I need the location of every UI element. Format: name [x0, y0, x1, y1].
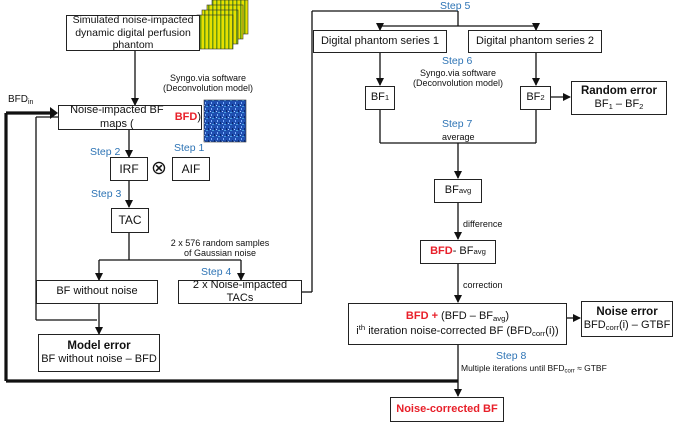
step-8-label: Step 8	[496, 350, 527, 362]
noise-error-end: (i) – GTBF	[618, 319, 671, 332]
bfd-minus-mid: - BF	[452, 245, 474, 258]
series1-box: Digital phantom series 1	[313, 30, 447, 53]
step-2-label: Step 2	[90, 146, 121, 158]
correction-box: BFD + (BFD – BFavg) ith iteration noise-…	[348, 303, 567, 345]
iterations-post: ≈ GTBF	[574, 363, 607, 373]
bfd-in-label: BFDin	[8, 94, 33, 107]
phantom-line2: dynamic digital perfusion	[75, 26, 191, 39]
bfd-in-sub: in	[28, 98, 34, 106]
noisy-tacs-box: 2 x Noise-impacted TACs	[178, 278, 302, 304]
bf1-base: BF	[370, 91, 385, 104]
bf-maps-box: Noise-impacted BF maps ( BFD)	[58, 104, 202, 130]
bfd-minus-bfd: BFD	[430, 245, 453, 258]
syngo-right-line1: Syngo.via software	[419, 68, 497, 78]
bfavg-base: BF	[444, 184, 459, 197]
random-error-title: Random error	[580, 84, 658, 97]
aif-box: AIF	[172, 157, 210, 181]
bf1-sub: 1	[384, 93, 390, 103]
correction-line1: BFD + (BFD – BFavg)	[406, 310, 509, 323]
aif-label: AIF	[181, 161, 201, 176]
bfavg-sub: avg	[458, 186, 472, 196]
correction-corr: corr	[532, 328, 546, 338]
phantom-line1: Simulated noise-impacted	[72, 14, 194, 27]
noise-corrected-bf-box: Noise-corrected BF	[390, 397, 504, 422]
random-error-minus: –	[612, 98, 626, 111]
model-error-box: Model error BF without noise – BFD	[38, 334, 160, 372]
correction-end: (i))	[545, 324, 559, 337]
bf-maps-pre: Noise-impacted BF maps (	[70, 104, 164, 130]
random-samples-line1: 2 x 576 random samples	[170, 238, 270, 248]
bf-maps-bfd: BFD	[174, 110, 198, 123]
correction-line2: ith iteration noise-corrected BF (BFDcor…	[356, 323, 558, 338]
bfd-minus-sub: avg	[473, 247, 486, 257]
series1-label: Digital phantom series 1	[320, 34, 439, 47]
random-error-expr: BF1 – BF2	[595, 98, 644, 111]
tac-label: TAC	[118, 213, 142, 228]
random-samples-label: 2 x 576 random samples of Gaussian noise	[140, 238, 300, 259]
tac-box: TAC	[111, 208, 149, 233]
noise-error-box: Noise error BFDcorr(i) – GTBF	[581, 301, 673, 337]
syngo-right-label: Syngo.via software (Deconvolution model)	[388, 68, 528, 89]
iterations-sub: corr	[564, 368, 575, 375]
bf-without-noise-label: BF without noise	[56, 285, 138, 298]
iterations-pre: Multiple iterations until BFD	[461, 363, 565, 373]
random-error-bf2: BF	[625, 98, 640, 111]
bf2-base: BF	[526, 91, 541, 104]
step-4-label: Step 4	[201, 266, 232, 278]
bf2-sub: 2	[540, 93, 545, 103]
series2-label: Digital phantom series 2	[475, 34, 594, 47]
bfd-in-base: BFD	[8, 94, 28, 105]
noise-error-sub: corr	[605, 323, 619, 333]
correction-mid: iteration noise-corrected BF (BFD	[365, 324, 533, 337]
noise-error-expr: BFDcorr(i) – GTBF	[584, 319, 671, 332]
noise-error-base: BFD	[583, 319, 606, 332]
syngo-left-line2: (Deconvolution model)	[162, 83, 254, 94]
model-error-expr: BF without noise – BFD	[41, 353, 157, 366]
correction-th: th	[358, 323, 366, 333]
step-3-label: Step 3	[91, 188, 122, 200]
convolution-symbol: ⊗	[151, 158, 167, 179]
correction-label: correction	[463, 280, 503, 290]
noisy-tacs-label: 2 x Noise-impacted TACs	[192, 278, 288, 304]
random-error-box: Random error BF1 – BF2	[571, 81, 667, 115]
random-error-sub1: 1	[608, 102, 613, 112]
correction-i: i	[356, 324, 359, 337]
step-7-label: Step 7	[442, 118, 473, 130]
step-1-label: Step 1	[174, 142, 205, 154]
bf-maps-post: )	[197, 110, 201, 123]
iterations-label: Multiple iterations until BFDcorr ≈ GTBF	[461, 363, 607, 375]
syngo-left-label: Syngo.via software (Deconvolution model)	[138, 73, 278, 94]
difference-label: difference	[463, 219, 503, 229]
correction-pre: (BFD – BF	[438, 309, 494, 322]
correction-bfd: BFD +	[405, 309, 438, 322]
series2-box: Digital phantom series 2	[468, 30, 602, 53]
bf-without-noise-box: BF without noise	[36, 280, 158, 304]
bf-map-image	[203, 99, 247, 143]
random-error-sub2: 2	[639, 102, 644, 112]
noise-error-title: Noise error	[596, 305, 658, 318]
step-6-label: Step 6	[442, 55, 473, 67]
phantom-line3: phantom	[112, 39, 154, 52]
irf-box: IRF	[110, 157, 148, 181]
syngo-left-line1: Syngo.via software	[169, 73, 247, 83]
random-samples-line2: of Gaussian noise	[183, 248, 257, 259]
step-5-label: Step 5	[440, 0, 471, 12]
irf-label: IRF	[119, 161, 139, 176]
phantom-box: Simulated noise-impacted dynamic digital…	[66, 14, 200, 52]
model-error-title: Model error	[67, 339, 131, 352]
average-label: average	[442, 132, 475, 142]
noise-corrected-bf-label: Noise-corrected BF	[396, 402, 498, 415]
correction-post: )	[505, 309, 510, 322]
phantom-image-stack	[196, 0, 249, 50]
syngo-right-line2: (Deconvolution model)	[412, 78, 504, 89]
random-error-bf1: BF	[594, 98, 609, 111]
correction-sub: avg	[493, 313, 506, 323]
